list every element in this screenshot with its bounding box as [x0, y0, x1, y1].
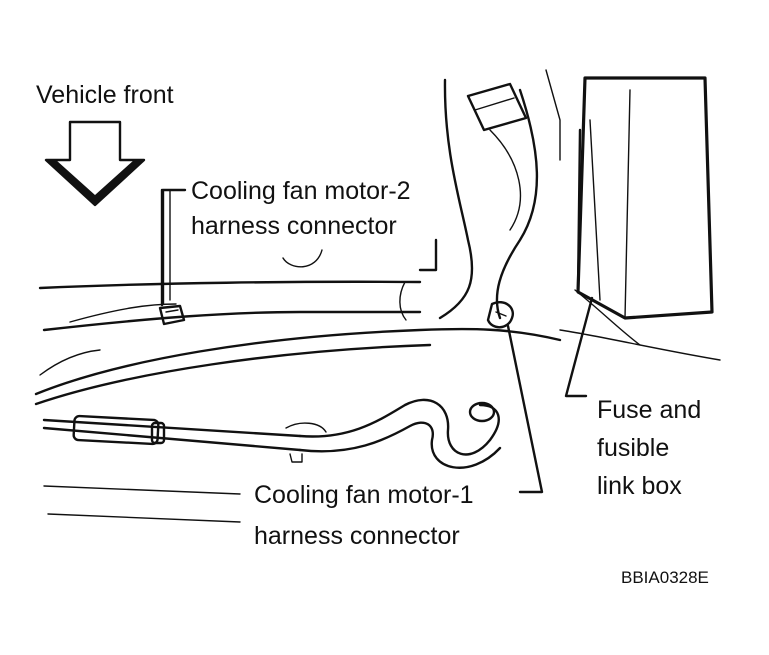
motor-1-label-line-2: harness connector: [254, 522, 460, 550]
fuse-box-drawing: [559, 76, 721, 361]
leader-lines: [161, 188, 594, 494]
lower-hose-drawing: [42, 398, 502, 523]
radiator-support-drawing: [34, 188, 562, 406]
fuse-box-label-line-1: Fuse and: [597, 396, 701, 424]
fuse-box-label-line-2: fusible: [597, 434, 669, 462]
motor-1-connector-icon: [486, 301, 515, 329]
motor-2-label-line-1: Cooling fan motor-2: [191, 177, 411, 205]
radiator-hose-drawing: [399, 69, 561, 321]
figure-code: BBIA0328E: [621, 568, 709, 587]
fuse-box-label-line-3: link box: [597, 472, 682, 500]
motor-2-connector-icon: [158, 304, 186, 326]
vehicle-front-label: Vehicle front: [36, 81, 174, 109]
vehicle-front-arrow-icon: [44, 120, 146, 207]
motor-1-label-line-1: Cooling fan motor-1: [254, 481, 474, 509]
motor-2-label-line-2: harness connector: [191, 212, 397, 240]
